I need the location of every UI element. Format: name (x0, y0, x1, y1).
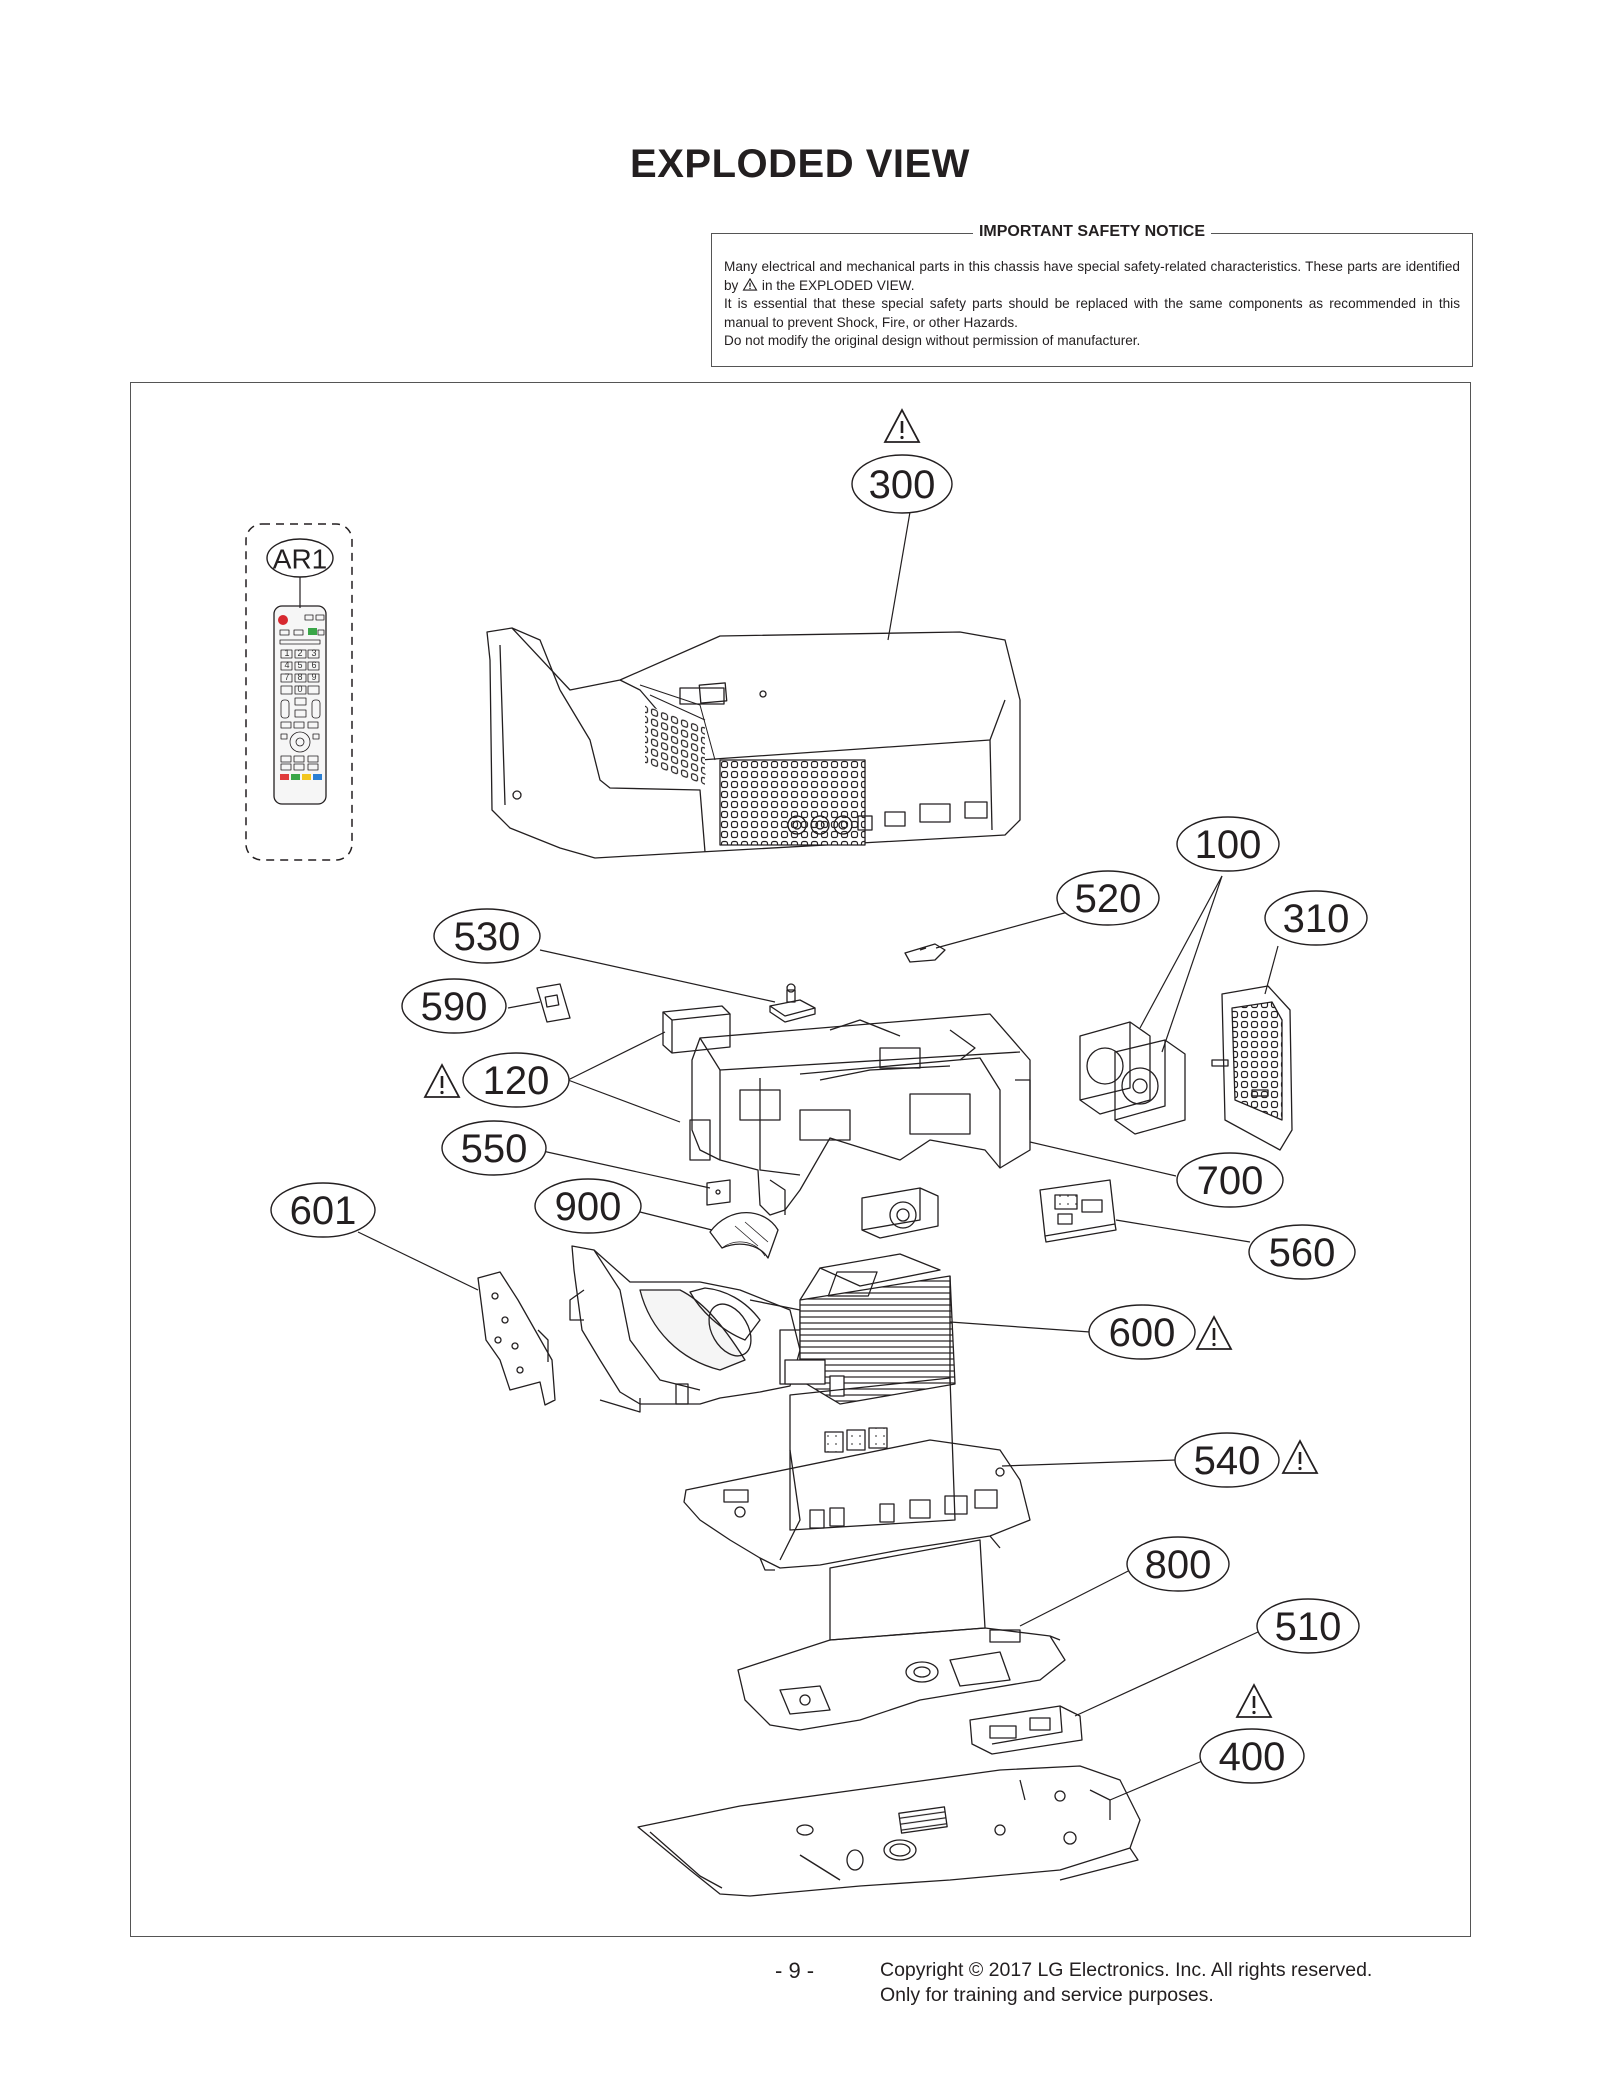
page-title: EXPLODED VIEW (630, 142, 970, 186)
warning-triangle-icon (1281, 1439, 1319, 1474)
callout-510: 510 (1275, 1605, 1342, 1649)
part-speaker-module (861, 1187, 939, 1239)
callout-ellipse-900 (534, 1178, 642, 1234)
callout-ellipse-800 (1126, 1536, 1230, 1592)
copyright-notice: Copyright © 2017 LG Electronics. Inc. Al… (880, 1958, 1372, 2008)
callout-ellipse-601 (270, 1182, 376, 1238)
callout-AR1: AR1 (273, 544, 327, 575)
part-100-fans (1079, 1021, 1186, 1135)
part-800-shield-plate (737, 1539, 1066, 1731)
remote-key-8: 8 (297, 672, 302, 682)
callout-ellipse-310 (1264, 890, 1368, 946)
notice-paragraph-2: It is essential that these special safet… (724, 296, 1460, 330)
copyright-line: Copyright © 2017 LG Electronics. Inc. Al… (880, 1959, 1373, 1981)
warning-triangle-icon (1235, 1683, 1273, 1718)
callout-ellipse-300 (851, 454, 953, 514)
callout-ellipse-700 (1176, 1152, 1284, 1208)
callout-310: 310 (1283, 897, 1350, 941)
remote-key-6: 6 (311, 660, 316, 670)
callout-800: 800 (1145, 1543, 1212, 1587)
part-590-small-board (536, 983, 571, 1023)
callout-900: 900 (555, 1185, 622, 1229)
callout-ellipse-510 (1256, 1598, 1360, 1654)
safety-notice-title: IMPORTANT SAFETY NOTICE (712, 223, 1472, 241)
part-700-main-frame (689, 1013, 1031, 1216)
callout-ellipse-520 (1056, 870, 1160, 926)
notice-paragraph-3: Do not modify the original design withou… (724, 333, 1141, 348)
remote-key-4: 4 (284, 660, 289, 670)
page-number: - 9 - (775, 1958, 815, 1983)
callout-ellipse-600 (1088, 1304, 1196, 1360)
part-510-io-board (969, 1705, 1083, 1755)
part-300-top-cover (486, 627, 1021, 859)
callout-100: 100 (1195, 823, 1262, 867)
part-600-heat-sink-assembly (784, 1253, 956, 1405)
part-310-side-grille (1211, 985, 1293, 1151)
remote-key-2: 2 (297, 648, 302, 658)
notice-paragraph-1: Many electrical and mechanical parts in … (724, 259, 1460, 293)
remote-key-1: 1 (284, 648, 289, 658)
remote-key-3: 3 (311, 648, 316, 658)
part-530-switch (769, 983, 816, 1023)
callout-ellipse-120 (462, 1052, 570, 1108)
callout-560: 560 (1269, 1231, 1336, 1275)
remote-key-0: 0 (297, 684, 302, 694)
part-520-bracket (904, 943, 946, 963)
callout-ellipse-560 (1248, 1224, 1356, 1280)
part-900-lens-bracket (709, 1211, 779, 1259)
callout-700: 700 (1197, 1159, 1264, 1203)
callout-550: 550 (461, 1127, 528, 1171)
usage-line: Only for training and service purposes. (880, 1984, 1214, 2006)
part-optical-engine (569, 1245, 817, 1413)
callout-540: 540 (1194, 1439, 1261, 1483)
callout-300: 300 (869, 463, 936, 507)
callout-ellipse-550 (441, 1120, 547, 1176)
diagram-frame (130, 382, 1471, 1937)
callout-520: 520 (1075, 877, 1142, 921)
callout-ellipse-100 (1176, 816, 1280, 872)
warning-triangle-icon (883, 408, 921, 443)
part-540-main-board (683, 1377, 1031, 1571)
leader-lines (299, 511, 1279, 1801)
part-601-side-bracket (477, 1271, 556, 1406)
callout-ellipse-540 (1174, 1432, 1280, 1488)
safety-notice-body: Many electrical and mechanical parts in … (724, 258, 1460, 351)
warning-triangle-icon (742, 277, 758, 291)
callout-590: 590 (421, 985, 488, 1029)
remote-key-7: 7 (284, 672, 289, 682)
warning-triangle-icon (423, 1063, 461, 1098)
callout-120: 120 (483, 1059, 550, 1103)
callout-400: 400 (1219, 1735, 1286, 1779)
warning-triangle-icon (1195, 1315, 1233, 1350)
safety-notice-box: IMPORTANT SAFETY NOTICE Many electrical … (711, 223, 1473, 367)
remote-key-5: 5 (297, 660, 302, 670)
callout-530: 530 (454, 915, 521, 959)
callout-ellipse-400 (1199, 1728, 1305, 1784)
callout-601: 601 (290, 1189, 357, 1233)
part-400-base-cover (637, 1765, 1141, 1897)
callout-ellipse-530 (433, 908, 541, 964)
callout-ellipse-AR1 (266, 538, 334, 578)
part-550-small-board (706, 1179, 731, 1206)
callout-600: 600 (1109, 1311, 1176, 1355)
callout-ellipse-590 (401, 978, 507, 1034)
part-560-control-board (1039, 1179, 1117, 1243)
remote-power-key (278, 615, 288, 625)
remote-key-9: 9 (311, 672, 316, 682)
